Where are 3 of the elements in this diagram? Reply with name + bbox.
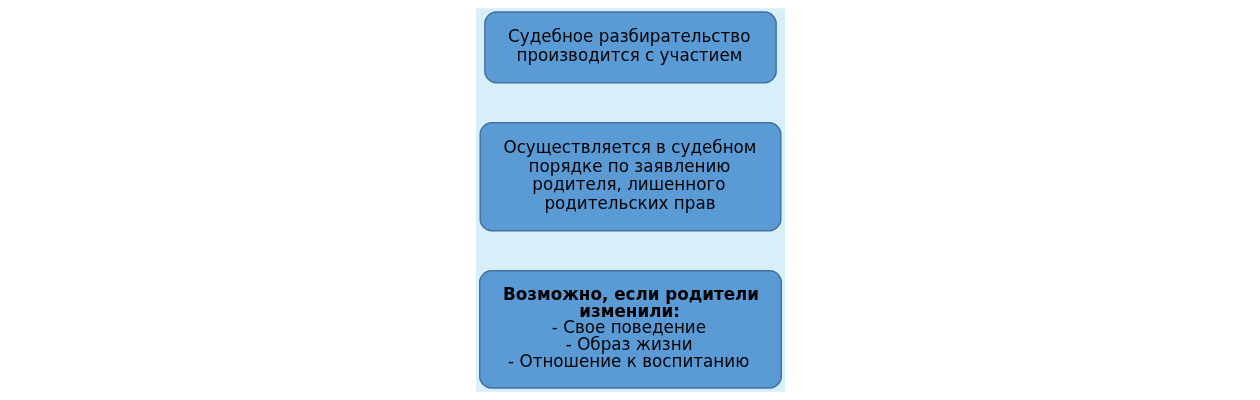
node-box: Судебное разбирательство производится с участием (483, 11, 777, 84)
node-box: Осуществляется в судебном порядке по заявлению родителя, лишенного родительских прав (479, 122, 781, 232)
node-box: Возможно, если родители изменили: - Свое поведение - Образ жизни - Отношение к воспитанию (478, 270, 782, 389)
